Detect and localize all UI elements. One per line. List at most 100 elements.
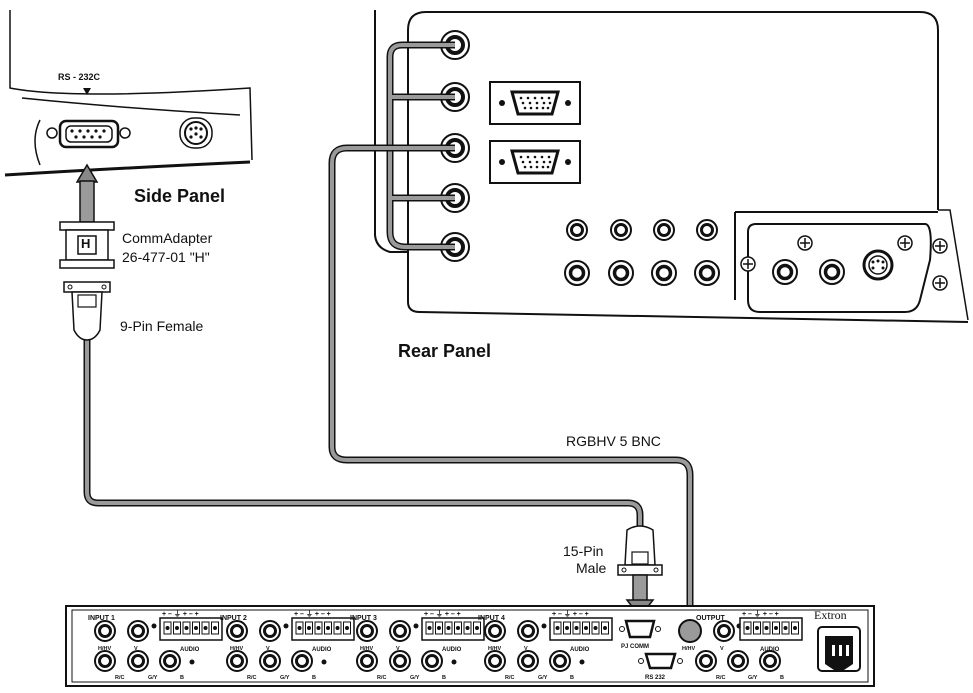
bnc-label-v: V	[524, 646, 528, 652]
adapter-letter: H	[81, 236, 91, 251]
fifteen-pin-male-label: Male	[576, 560, 607, 576]
output-bnc-label-v: V	[720, 646, 724, 652]
bnc-label-gy: G/Y	[538, 675, 548, 681]
commadapter-part-number: 26-477-01 "H"	[122, 249, 210, 265]
bnc-label-gy: G/Y	[148, 675, 158, 681]
comm-adapter-chain	[59, 163, 115, 341]
pj-comm-label: PJ COMM	[621, 644, 649, 650]
output-bnc-gy	[727, 650, 749, 672]
audio-label: AUDIO	[180, 647, 200, 653]
bnc-label-rc: R/C	[377, 675, 387, 681]
input-3-audio-terminal: + – ⏚ + – +	[421, 610, 485, 641]
input-1-bnc-rc	[94, 650, 116, 672]
bnc-label-b: B	[442, 675, 446, 681]
input-2-label: INPUT 2	[220, 615, 247, 622]
input-3-bnc-b	[421, 650, 443, 672]
bnc-label-v: V	[134, 646, 138, 652]
rs232c-label: RS - 232C	[58, 72, 101, 82]
input-3-bnc-rc	[356, 650, 378, 672]
output-bnc-v	[713, 620, 735, 642]
input-4-bnc-b	[549, 650, 571, 672]
bnc-label-hhv: H/HV	[488, 646, 501, 652]
output-audio-label: AUDIO	[760, 647, 780, 653]
audio-terminal-signs: + – ⏚ + – +	[552, 610, 589, 618]
input-1-bnc-v	[127, 620, 149, 642]
commadapter-label: CommAdapter	[122, 230, 213, 246]
rear-panel-rca-row-1	[566, 219, 718, 241]
bnc-label-b: B	[312, 675, 316, 681]
output-bnc-label-rc: R/C	[716, 675, 726, 681]
rgbhv-label: RGBHV 5 BNC	[566, 433, 661, 449]
audio-label: AUDIO	[312, 647, 332, 653]
switcher-unit: INPUT 1 H/HV V + – ⏚ + – + AUDIO R/C G/Y B INPUT…	[65, 605, 875, 687]
input-2-bnc-hhv	[226, 620, 248, 642]
input-2-bnc-v	[259, 620, 281, 642]
input-1-bnc-gy	[127, 650, 149, 672]
bnc-label-rc: R/C	[247, 675, 257, 681]
bnc-label-v: V	[266, 646, 270, 652]
rear-panel-screws	[740, 235, 948, 291]
bnc-label-gy: G/Y	[410, 675, 420, 681]
rear-panel	[374, 10, 969, 323]
audio-terminal-signs: + – ⏚ + – +	[162, 610, 199, 618]
input-1-bnc-hhv	[94, 620, 116, 642]
nine-pin-label: 9-Pin Female	[120, 318, 204, 334]
fifteen-pin-label: 15-Pin	[563, 543, 604, 559]
output-bnc-rc	[695, 650, 717, 672]
input-2-bnc-gy	[259, 650, 281, 672]
input-3-label: INPUT 3	[350, 615, 377, 622]
switcher-brand: Extron	[814, 608, 847, 622]
input-4-bnc-rc	[484, 650, 506, 672]
output-bnc-b	[759, 650, 781, 672]
input-1-audio-terminal: + – ⏚ + – +	[159, 610, 223, 641]
side-panel-mini-din	[179, 117, 213, 149]
input-4-bnc-hhv	[484, 620, 506, 642]
bnc-label-v: V	[396, 646, 400, 652]
output-bnc-label-gy: G/Y	[748, 675, 758, 681]
bnc-label-rc: R/C	[505, 675, 515, 681]
input-4-audio-terminal: + – ⏚ + – +	[549, 610, 613, 641]
bnc-label-rc: R/C	[115, 675, 125, 681]
bnc-label-gy: G/Y	[280, 675, 290, 681]
input-4-bnc-gy	[517, 650, 539, 672]
bnc-label-b: B	[570, 675, 574, 681]
input-2-bnc-b	[291, 650, 313, 672]
input-3-bnc-v	[389, 620, 411, 642]
input-4-label: INPUT 4	[478, 615, 505, 622]
input-4-bnc-v	[517, 620, 539, 642]
audio-label: AUDIO	[570, 647, 590, 653]
input-2-audio-terminal: + – ⏚ + – +	[291, 610, 355, 641]
output-audio-terminal: + – ⏚ + – +	[739, 610, 803, 641]
input-3-bnc-gy	[389, 650, 411, 672]
pj-comm-port	[619, 619, 661, 639]
input-3-bnc-hhv	[356, 620, 378, 642]
bnc-label-hhv: H/HV	[230, 646, 243, 652]
power-inlet	[817, 626, 861, 672]
audio-terminal-signs: + – ⏚ + – +	[424, 610, 461, 618]
rear-panel-label: Rear Panel	[398, 341, 492, 361]
side-panel-label: Side Panel	[134, 186, 226, 206]
output-bnc-label-b: B	[780, 675, 784, 681]
rear-panel-rca-row-2	[564, 260, 720, 286]
rear-panel-sub-jacks	[772, 249, 894, 285]
cables	[83, 41, 694, 658]
output-label: OUTPUT	[696, 615, 726, 622]
bnc-label-hhv: H/HV	[98, 646, 111, 652]
rear-panel-vga-port-1	[489, 81, 581, 125]
side-panel	[4, 10, 253, 177]
rs232-port	[638, 652, 683, 670]
bnc-label-b: B	[180, 675, 184, 681]
audio-terminal-signs: + – ⏚ + – +	[294, 610, 331, 618]
rear-panel-vga-port-2	[489, 140, 581, 184]
side-panel-db9-port	[46, 119, 131, 149]
audio-terminal-signs: + – ⏚ + – +	[742, 610, 779, 618]
input-2-bnc-rc	[226, 650, 248, 672]
bnc-label-hhv: H/HV	[360, 646, 373, 652]
fifteen-pin-connector	[617, 525, 663, 619]
rs232-label: RS 232	[645, 675, 666, 681]
output-bnc-label-hhv: H/HV	[682, 646, 695, 652]
audio-label: AUDIO	[442, 647, 462, 653]
input-1-label: INPUT 1	[88, 615, 115, 622]
